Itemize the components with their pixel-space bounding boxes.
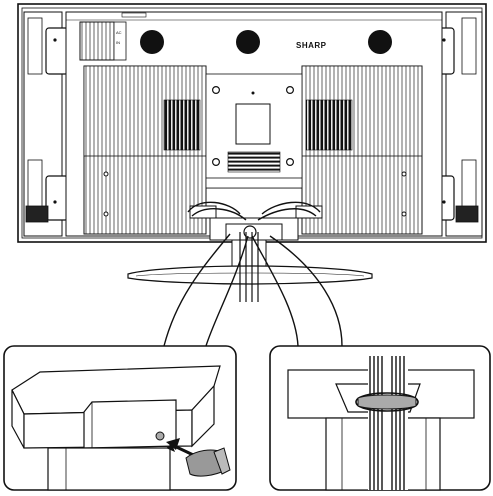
svg-text:IN: IN (116, 40, 120, 45)
mount-hole-right (368, 30, 392, 54)
left-speaker (23, 11, 69, 237)
mount-hole-center (236, 30, 260, 54)
cable-clamp-top (189, 205, 217, 219)
clamp-hole (155, 431, 165, 441)
mount-hole-left (140, 30, 164, 54)
terminal-block: AC IN (79, 21, 130, 70)
detail-panel-clamp-removal (3, 345, 237, 491)
callout-lines (163, 233, 343, 347)
tv-rear-view: AC IN SHARP (17, 3, 487, 243)
left-back-cover (83, 65, 207, 235)
detail-panel-cables-clamped (269, 345, 491, 491)
brand-label: SHARP (296, 41, 327, 50)
svg-text:AC: AC (116, 30, 122, 35)
tv-stand (127, 239, 373, 285)
center-plate (205, 73, 303, 189)
cable-clip-ring (355, 392, 419, 412)
